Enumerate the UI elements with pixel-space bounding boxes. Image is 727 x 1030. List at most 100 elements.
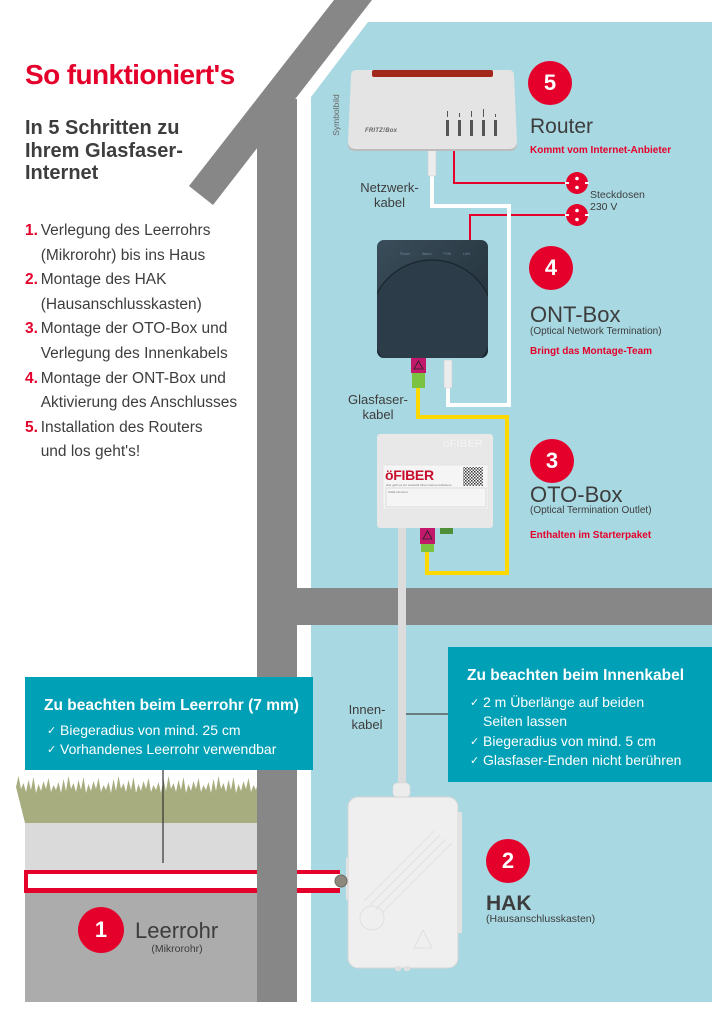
led-label: PON <box>443 252 452 256</box>
step-badge-5: 5 <box>528 61 572 105</box>
router-note: Kommt vom Internet-Anbieter <box>530 144 672 156</box>
callout-title: Zu beachten beim Leerrohr (7 mm) <box>44 697 299 714</box>
oto-brand-label: öFIBER <box>385 467 434 483</box>
topsoil <box>25 823 257 870</box>
step-text: (Mikrorohr) bis ins Haus <box>40 246 206 264</box>
step-text: und los geht's! <box>40 443 141 461</box>
step-item: 4. Montage der ONT-Box und Aktivierung d… <box>25 367 237 416</box>
hak-title: HAK <box>486 892 532 915</box>
step-item: 1. Verlegung des Leerrohrs (Mikrorohr) b… <box>25 219 237 268</box>
check-icon <box>470 751 479 771</box>
callout-list: 2 m Überlänge auf beiden Seiten lassen B… <box>470 693 681 771</box>
callout-item-text: Biegeradius von mind. 5 cm <box>483 732 656 749</box>
label-line: 230 V <box>590 201 618 213</box>
power-socket-icon <box>565 172 589 194</box>
check-icon <box>47 721 56 741</box>
step-text: Montage des HAK <box>40 271 167 289</box>
callout-item-text: Glasfaser-Enden nicht berühren <box>483 752 682 768</box>
step-text: Verlegung des Leerrohrs <box>40 222 211 239</box>
label-line: kabel <box>373 195 406 210</box>
power-socket-icon <box>565 204 589 226</box>
step-number: 3. <box>25 320 38 338</box>
grass <box>16 776 257 823</box>
fiber-cable <box>416 388 509 575</box>
step-item: 2. Montage des HAK (Hausanschlusskasten) <box>25 268 237 317</box>
subtitle-line: In 5 Schritten zu <box>25 117 180 139</box>
hak-device <box>334 782 462 971</box>
check-icon <box>47 740 56 760</box>
subtitle-line: Ihrem Glasfaser- <box>25 139 183 162</box>
callout-title: Zu beachten beim Innenkabel <box>467 667 685 684</box>
cable-gland <box>334 874 348 888</box>
oto-description: (Optical Termination Outlet) <box>530 504 652 516</box>
ont-led-labels: Power Alarm PON LAN <box>400 252 470 257</box>
label-line: Innen- <box>348 702 386 717</box>
oto-caption: Hier geht es zur Auswahl Ihres Internet-… <box>386 483 452 487</box>
led-label: LAN <box>463 252 470 256</box>
label-line: Glasfaser- <box>348 392 408 407</box>
label-line: Netzwerk- <box>360 180 419 195</box>
conduit-description: (Mikrorohr) <box>151 943 203 955</box>
oto-note: Enthalten im Starterpaket <box>530 529 652 541</box>
callout-list: Biegeradius von mind. 25 cm Vorhandenes … <box>47 721 276 760</box>
router-power-line <box>453 149 566 184</box>
page-title: So funktioniert's <box>25 59 235 90</box>
steps-list: 1. Verlegung des Leerrohrs (Mikrorohr) b… <box>25 219 237 465</box>
outer-wall <box>257 99 297 1002</box>
callout-item-text: Biegeradius von mind. 25 cm <box>60 721 241 738</box>
step-badge-3: 3 <box>530 439 574 483</box>
step-number: 5. <box>25 418 38 436</box>
callout-item: Biegeradius von mind. 5 cm <box>470 732 681 752</box>
step-text: Montage der ONT-Box und <box>40 369 226 387</box>
oto-embossed-brand: öFIBER <box>443 438 483 450</box>
step-item: 5. Installation des Routers und los geht… <box>25 416 237 465</box>
fiber-cable-label: Glasfaser- kabel <box>338 392 418 422</box>
page-subtitle: In 5 Schritten zu Ihrem Glasfaser- Inter… <box>25 117 183 185</box>
router-title: Router <box>530 115 594 138</box>
indoor-cable-callout: Zu beachten beim Innenkabel 2 m Überläng… <box>448 647 712 782</box>
conduit-title: Leerrohr <box>135 917 219 943</box>
subsoil <box>25 893 257 1002</box>
label-line: kabel <box>351 717 383 732</box>
oto-title: OTO-Box <box>530 481 623 507</box>
callout-item: 2 m Überlänge auf beiden Seiten lassen <box>470 693 681 732</box>
step-number: 1. <box>25 222 38 239</box>
led-label: Alarm <box>422 252 432 256</box>
callout-item: Glasfaser-Enden nicht berühren <box>470 751 681 771</box>
step-badge-2: 2 <box>486 839 530 883</box>
ont-power-line <box>469 214 566 240</box>
led-label: Power <box>400 252 411 256</box>
step-badge-4: 4 <box>529 246 573 290</box>
oto-field-label: OAID-Nummer <box>388 490 408 494</box>
callout-item: Biegeradius von mind. 25 cm <box>47 721 276 741</box>
step-text: Montage der OTO-Box und <box>40 320 228 338</box>
subtitle-line: Internet <box>25 162 99 184</box>
ont-description: (Optical Network Termination) <box>530 325 662 337</box>
callout-item-text: Seiten lassen <box>483 713 568 729</box>
step-text: Installation des Routers <box>40 418 203 436</box>
network-plug-router <box>427 148 437 177</box>
floor-ceiling <box>257 588 712 625</box>
ont-note: Bringt das Montage-Team <box>530 345 653 357</box>
power-outlet-label: Steckdosen 230 V <box>590 189 645 213</box>
oto-device <box>377 434 493 552</box>
label-line: Steckdosen <box>590 189 645 201</box>
network-cable <box>430 175 511 407</box>
hak-description: (Hausanschlusskasten) <box>486 913 596 925</box>
check-icon <box>470 693 479 713</box>
router-brand-label: FRITZ!Box <box>365 128 398 134</box>
network-plug-ont <box>443 359 453 389</box>
callout-item: Vorhandenes Leerrohr verwendbar <box>47 740 276 760</box>
callout-item-text: Vorhandenes Leerrohr verwendbar <box>60 741 277 757</box>
step-text: (Hausanschlusskasten) <box>40 295 202 313</box>
indoor-cable <box>398 528 406 790</box>
step-number: 2. <box>25 271 38 289</box>
callout-item-text: 2 m Überlänge auf beiden <box>483 693 645 710</box>
indoor-cable-label: Innen- kabel <box>327 702 407 732</box>
step-text: Aktivierung des Anschlusses <box>40 394 238 412</box>
ont-device <box>377 240 488 388</box>
check-icon <box>470 732 479 752</box>
router-device <box>348 70 517 151</box>
ont-title: ONT-Box <box>530 301 621 327</box>
